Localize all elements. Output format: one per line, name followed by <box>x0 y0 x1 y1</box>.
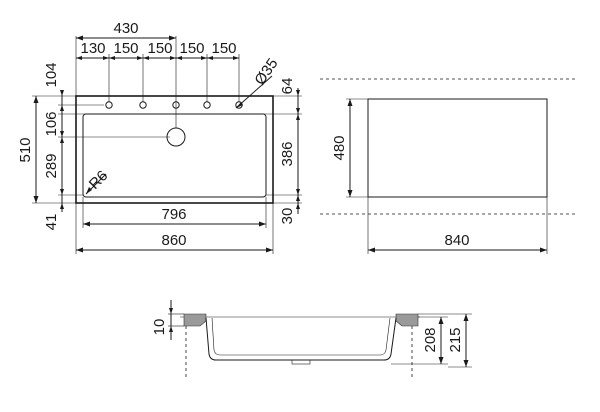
dim-top-seg-1: 130 <box>80 40 105 57</box>
dim-right-64: 64 <box>279 78 296 95</box>
dim-bottom-860: 860 <box>161 232 186 249</box>
dim-section-10: 10 <box>151 319 168 336</box>
hole-diameter-callout: Ø35 <box>235 55 282 109</box>
dim-bottom-796: 796 <box>161 206 186 223</box>
dim-left-106: 106 <box>43 111 60 136</box>
dim-section-208: 208 <box>422 327 439 352</box>
dim-cutout-height: 480 <box>331 135 348 160</box>
sink-outer-outline <box>75 95 274 204</box>
cutout-view: 480 840 <box>320 78 576 254</box>
tap-hole-4 <box>203 101 211 109</box>
dim-left-41: 41 <box>43 214 60 231</box>
dim-left-289: 289 <box>43 153 60 178</box>
dim-top-seg-3: 150 <box>147 40 172 57</box>
bottom-dimensions: 796 860 <box>75 197 274 254</box>
tap-hole-2 <box>139 101 147 109</box>
sink-top-view <box>75 92 274 204</box>
section-bowl-profile <box>205 317 397 361</box>
tap-hole-1 <box>105 101 113 109</box>
dim-left-104: 104 <box>43 62 60 87</box>
sink-bowl-outline <box>82 113 267 198</box>
dim-top-seg-5: 150 <box>211 40 236 57</box>
dim-top-total: 430 <box>113 20 138 37</box>
section-drain <box>291 359 311 365</box>
dim-section-215: 215 <box>447 327 464 352</box>
corner-radius-callout: R6 <box>85 167 111 195</box>
dim-top-seg-2: 150 <box>113 40 138 57</box>
section-view: 10 208 215 <box>151 300 472 380</box>
section-rim-left <box>183 313 207 327</box>
top-dimensions: 430 130 150 150 150 150 <box>75 20 240 102</box>
right-dimensions: 64 386 30 <box>266 78 302 225</box>
cutout-rectangle <box>367 98 548 198</box>
section-rim-right <box>395 313 419 327</box>
dim-cutout-width: 840 <box>444 232 469 249</box>
dim-right-386: 386 <box>279 141 296 166</box>
dim-hole-diameter: Ø35 <box>251 55 281 88</box>
dim-right-30: 30 <box>279 208 296 225</box>
left-dimensions: 510 104 106 289 41 <box>17 62 170 230</box>
dim-top-seg-4: 150 <box>179 40 204 57</box>
dim-left-510: 510 <box>17 137 34 162</box>
